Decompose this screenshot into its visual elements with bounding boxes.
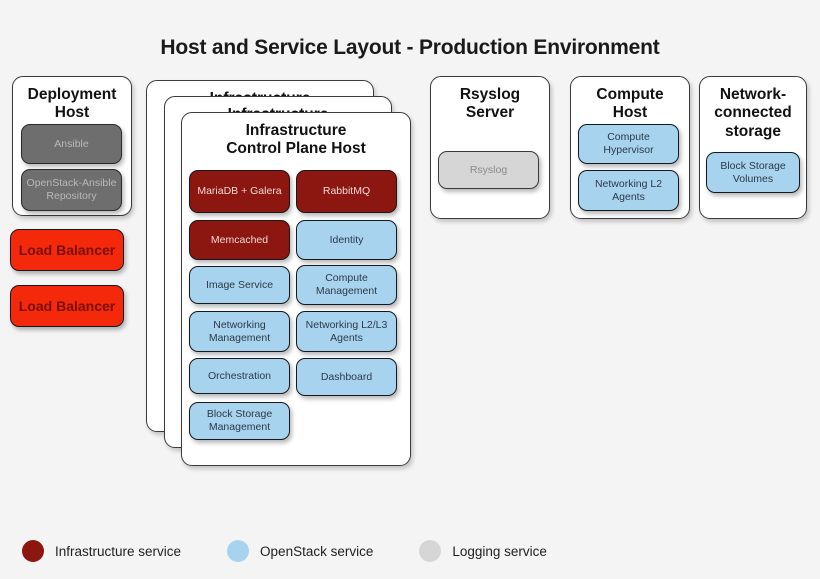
host-card-rsyslog-server[interactable]: Rsyslog Server — [430, 76, 550, 219]
service-orchestration[interactable]: Orchestration — [189, 358, 290, 394]
host-title-storage-line1: Network- — [719, 86, 787, 103]
service-mariadb-galera[interactable]: MariaDB + Galera — [189, 170, 290, 213]
service-networking-l2-agents[interactable]: Networking L2 Agents — [578, 170, 679, 211]
legend-label-openstack-service: OpenStack service — [260, 543, 374, 559]
legend-item-infrastructure-service: Infrastructure service — [22, 540, 181, 562]
page-title: Host and Service Layout - Production Env… — [160, 36, 660, 59]
host-title-storage: Network- connected storage — [700, 77, 806, 141]
host-title-rsyslog: Rsyslog Server — [431, 77, 549, 123]
legend-label-infrastructure-service: Infrastructure service — [55, 543, 182, 559]
host-card-network-connected-storage[interactable]: Network- connected storage — [699, 76, 807, 219]
host-title-rsyslog-line2: Server — [465, 104, 515, 122]
service-openstack-ansible-repository[interactable]: OpenStack-Ansible Repository — [21, 169, 122, 211]
host-title-control-plane-front: Infrastructure Control Plane Host — [182, 113, 410, 159]
host-title-deployment-line1: Deployment — [27, 86, 117, 103]
service-rabbitmq[interactable]: RabbitMQ — [296, 170, 397, 213]
service-identity[interactable]: Identity — [296, 220, 397, 260]
host-title-deployment: Deployment Host — [13, 77, 131, 123]
host-title-compute-line1: Compute — [596, 86, 664, 103]
service-block-storage-volumes[interactable]: Block Storage Volumes — [706, 152, 800, 193]
host-title-control-plane-front-line2: Control Plane Host — [226, 140, 366, 158]
host-title-deployment-line2: Host — [54, 104, 90, 122]
service-ansible[interactable]: Ansible — [21, 124, 122, 164]
host-title-storage-line2: connected — [714, 104, 792, 122]
service-networking-management[interactable]: Networking Management — [189, 311, 290, 352]
legend: Infrastructure service OpenStack service… — [22, 540, 593, 562]
host-title-compute-line2: Host — [612, 104, 648, 122]
legend-dot-logging-icon — [419, 540, 442, 562]
legend-item-logging-service: Logging service — [419, 540, 547, 562]
load-balancer-1[interactable]: Load Balancer — [10, 229, 124, 271]
legend-dot-infrastructure-icon — [22, 540, 44, 562]
service-rsyslog[interactable]: Rsyslog — [438, 151, 539, 189]
host-title-control-plane-front-line1: Infrastructure — [245, 122, 347, 139]
legend-label-logging-service: Logging service — [452, 543, 547, 559]
service-compute-management[interactable]: Compute Management — [296, 265, 397, 305]
legend-item-openstack-service: OpenStack service — [227, 540, 373, 562]
service-dashboard[interactable]: Dashboard — [296, 358, 397, 396]
load-balancer-2[interactable]: Load Balancer — [10, 285, 124, 327]
host-title-compute: Compute Host — [571, 77, 689, 123]
service-memcached[interactable]: Memcached — [189, 220, 290, 260]
service-block-storage-management[interactable]: Block Storage Management — [189, 402, 290, 440]
service-compute-hypervisor[interactable]: Compute Hypervisor — [578, 124, 679, 164]
legend-dot-openstack-icon — [227, 540, 250, 562]
host-title-rsyslog-line1: Rsyslog — [459, 86, 521, 103]
service-image-service[interactable]: Image Service — [189, 266, 290, 304]
host-title-storage-line3: storage — [725, 122, 781, 140]
service-networking-l2-l3-agents[interactable]: Networking L2/L3 Agents — [296, 311, 397, 352]
